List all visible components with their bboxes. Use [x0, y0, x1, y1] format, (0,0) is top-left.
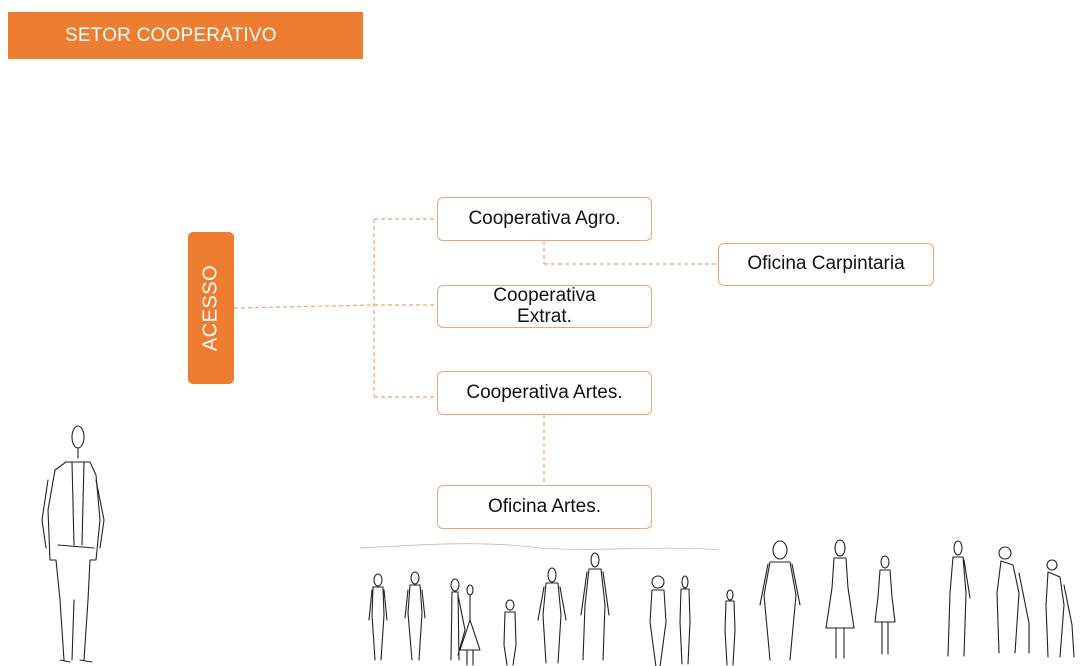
node-label: Cooperativa Artes.	[466, 381, 623, 403]
node-label: Oficina Artes.	[488, 495, 601, 517]
section-title-banner: SETOR COOPERATIVO	[8, 12, 363, 59]
node-label: Oficina Carpintaria	[747, 253, 905, 275]
acesso-node: ACESSO	[188, 232, 234, 384]
node-cooperativa-extrat: Cooperativa Extrat.	[437, 285, 652, 328]
node-label: Cooperativa Agro.	[468, 207, 621, 229]
node-label: Cooperativa Extrat.	[493, 284, 596, 327]
figure-row	[368, 539, 1075, 666]
connector-acesso-trunk	[233, 304, 375, 309]
node-oficina-artes: Oficina Artes.	[437, 485, 652, 529]
section-title: SETOR COOPERATIVO	[65, 24, 277, 46]
node-cooperativa-agro: Cooperativa Agro.	[437, 197, 652, 241]
node-cooperativa-artes: Cooperativa Artes.	[437, 371, 652, 415]
large-standing-figure	[41, 425, 105, 663]
node-oficina-carpintaria: Oficina Carpintaria	[718, 243, 934, 286]
